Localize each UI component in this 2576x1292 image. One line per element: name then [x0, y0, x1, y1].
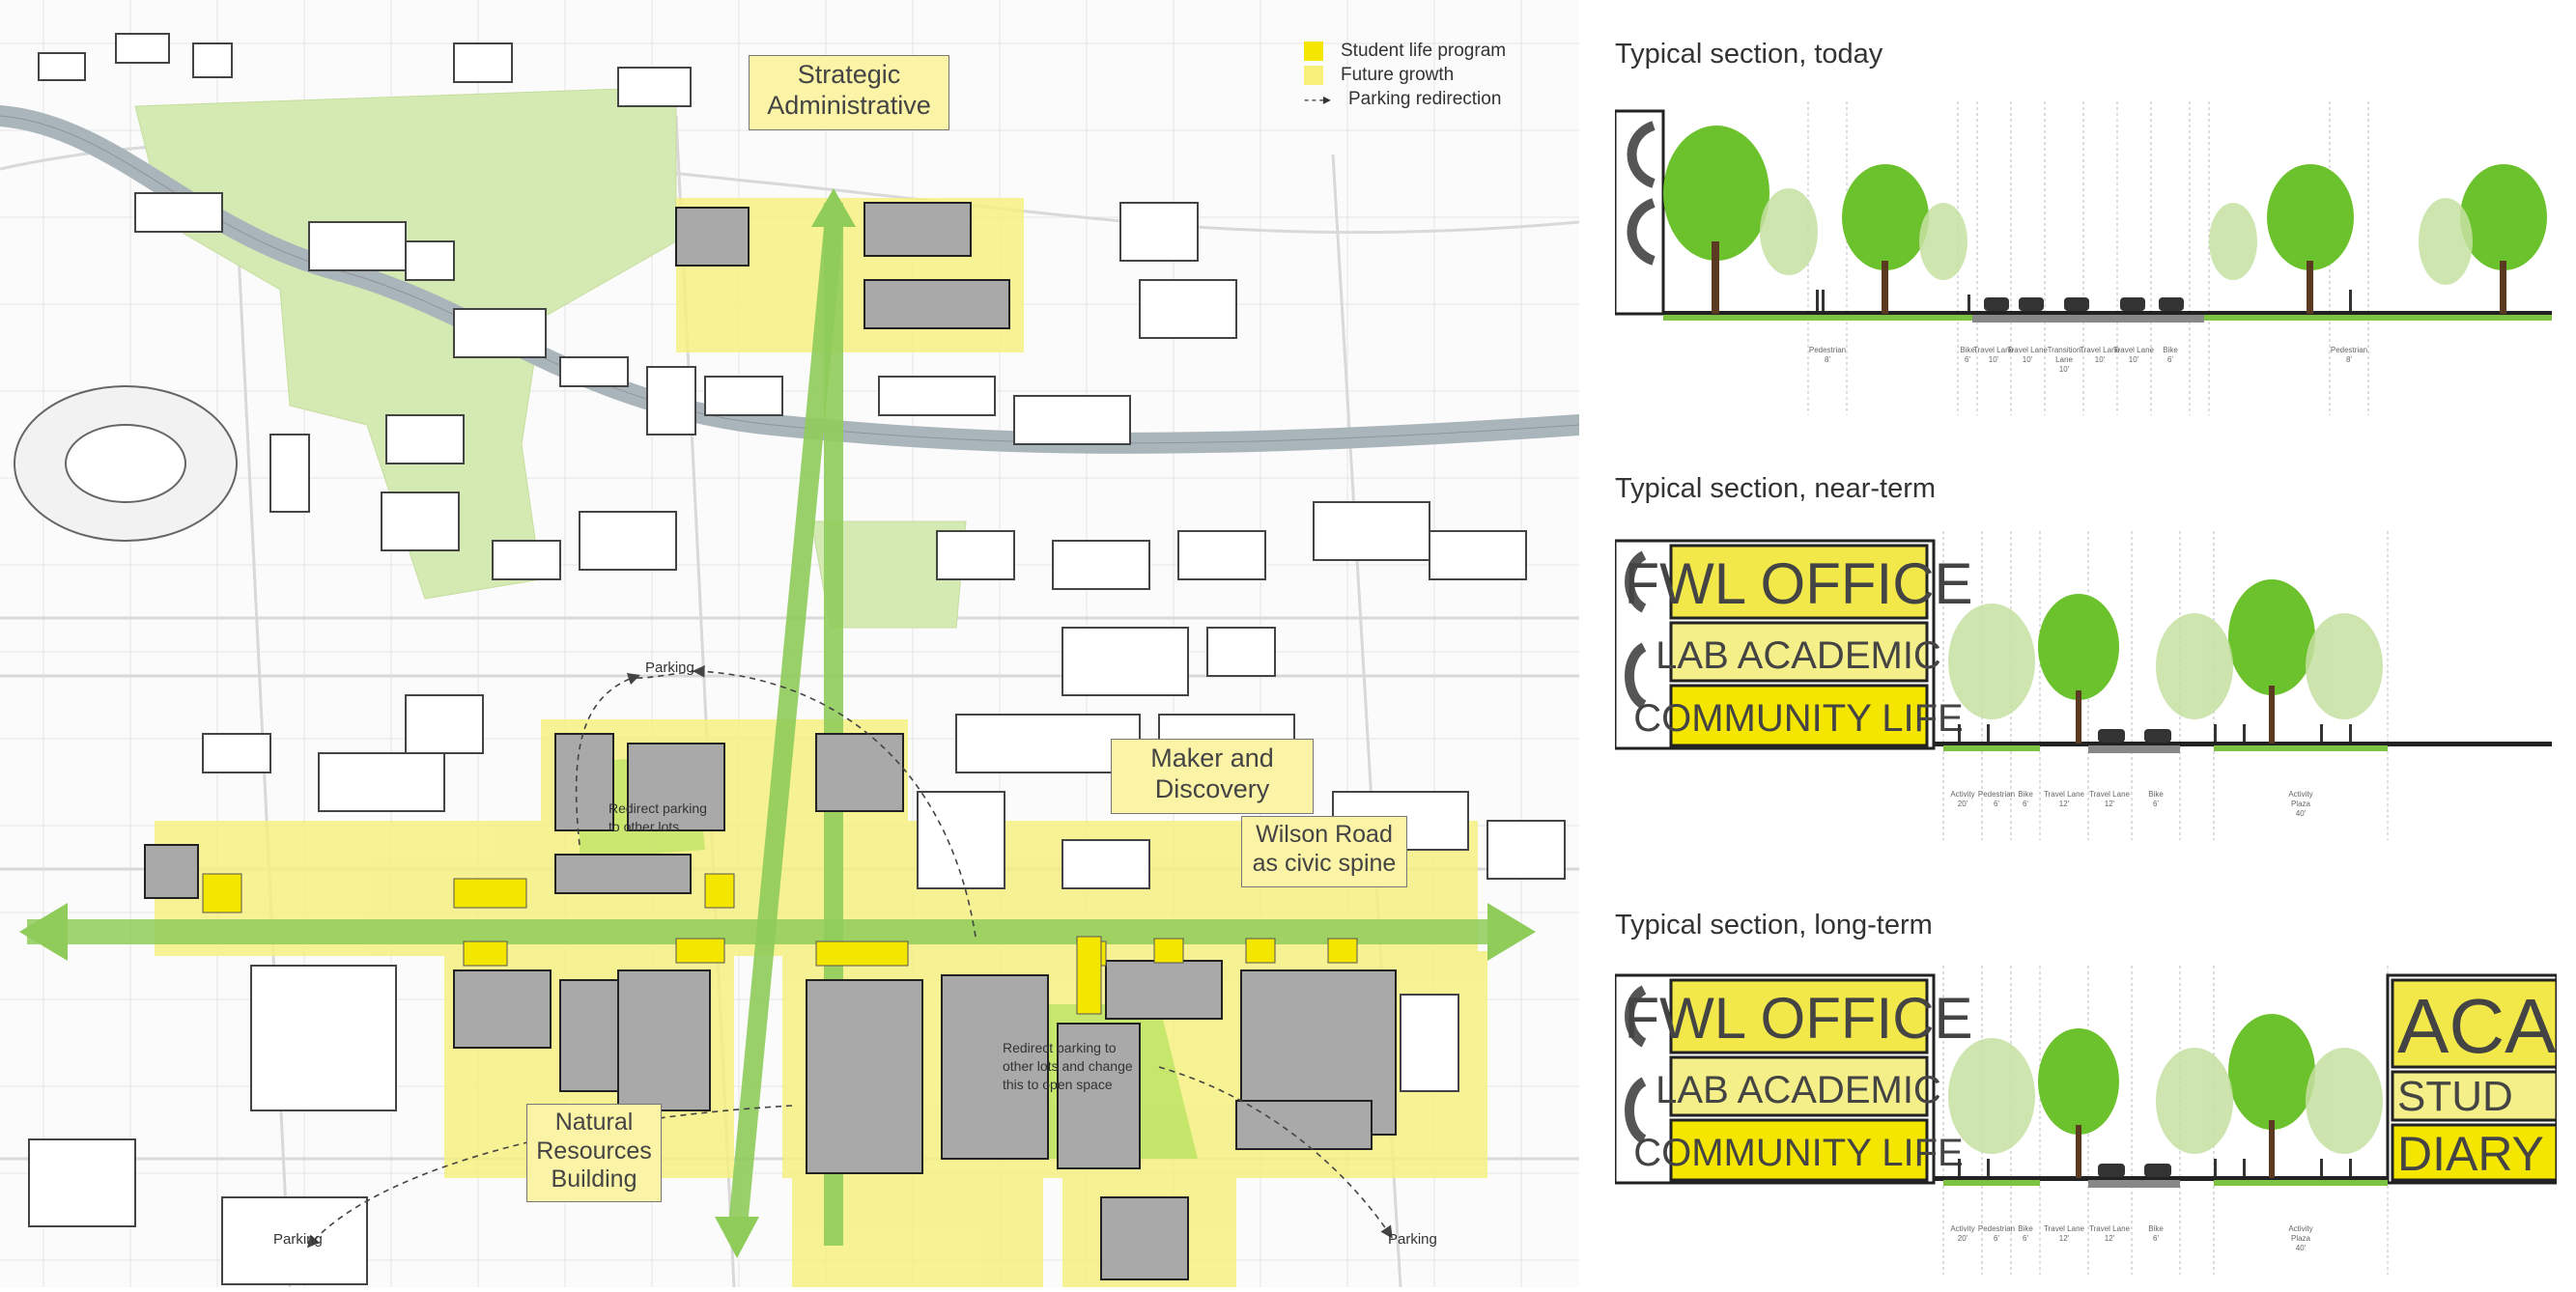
legend-parking-redirection-label: Parking redirection [1348, 88, 1502, 109]
street-section-near-term: FWL OFFICE LAB ACADEMIC COMMUNITY LIFE A… [1613, 531, 2557, 850]
student-life-buildings [144, 202, 1397, 1280]
sign-lab-academic: LAB ACADEMIC [1656, 634, 1941, 677]
redirect-parking-note: Redirect parking to other lots [609, 800, 707, 834]
legend-future-growth: Future growth [1304, 63, 1506, 87]
callout-wilson-road: Wilson Road as civic spine [1241, 816, 1407, 887]
stadium [14, 385, 238, 542]
legend-future-growth-label: Future growth [1341, 64, 1455, 85]
campus-map-drawing [0, 0, 1590, 1288]
parking-redirection-arrows [306, 664, 1393, 1249]
section-title-today: Typical section, today [1615, 39, 1883, 70]
green-space [134, 86, 967, 629]
legend-parking-redirection: - - -▸ Parking redirection [1304, 87, 1506, 111]
sign-fwl-office: FWL OFFICE [1624, 986, 1972, 1051]
sign-fwl-office: FWL OFFICE [1624, 551, 1972, 616]
sign-stud: STUD [2397, 1073, 2513, 1120]
context-buildings [28, 33, 1566, 1285]
sign-community-life: COMMUNITY LIFE [1633, 697, 1964, 740]
future-growth-swatch [1304, 65, 1323, 85]
sign-aca: ACA [2397, 983, 2557, 1069]
redirect-parking-open-space-note: Redirect parking to other lots and chang… [1003, 1040, 1133, 1092]
student-life-program [202, 873, 1358, 1015]
callout-maker-and-discovery: Maker and Discovery [1111, 739, 1314, 814]
sign-lab-academic: LAB ACADEMIC [1656, 1069, 1941, 1111]
sign-community-life: COMMUNITY LIFE [1633, 1132, 1964, 1174]
parking-label: Parking [273, 1231, 323, 1248]
legend-student-life-label: Student life program [1341, 40, 1507, 61]
street-section-long-term: FWL OFFICE LAB ACADEMIC COMMUNITY LIFE A… [1613, 966, 2559, 1284]
dashed-arrow-icon: - - -▸ [1304, 91, 1331, 108]
legend-student-life: Student life program [1304, 39, 1506, 63]
section-title-long-term: Typical section, long-term [1615, 910, 1933, 941]
parking-label: Parking [1388, 1231, 1437, 1248]
student-life-swatch [1304, 41, 1323, 61]
campus-plan-map: Student life program Future growth - - -… [0, 0, 1590, 1288]
map-legend: Student life program Future growth - - -… [1304, 39, 1506, 111]
sign-diary: DIARY [2397, 1127, 2544, 1181]
callout-natural-resources-building: Natural Resources Building [526, 1104, 662, 1202]
parking-label: Parking [645, 660, 694, 676]
callout-strategic-administrative: Strategic Administrative [749, 55, 949, 130]
section-title-near-term: Typical section, near-term [1615, 473, 1937, 504]
